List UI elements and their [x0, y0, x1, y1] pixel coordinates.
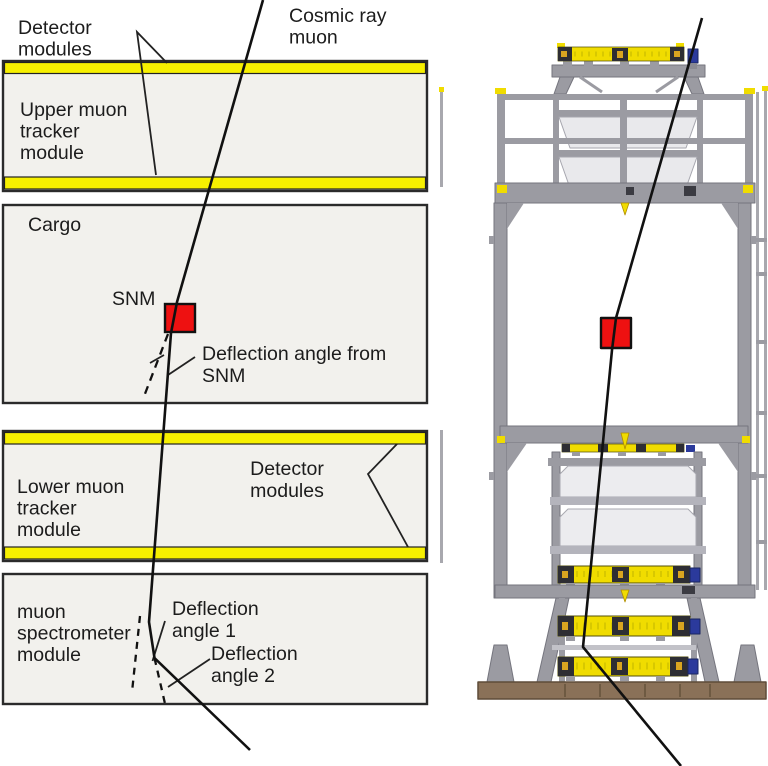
platform-fitting-center: [626, 187, 634, 195]
side-rail-left-cap: [439, 87, 444, 92]
foot-left: [486, 644, 515, 683]
sensor-blue-1: [689, 567, 701, 583]
snm-square: [163, 302, 197, 334]
inner-tray-bar-2: [550, 546, 706, 554]
detector-strip: [561, 443, 695, 456]
upper-tray-bar-1: [553, 110, 703, 117]
main-column-right: [737, 202, 752, 599]
sensor-blue-2: [689, 618, 701, 635]
lower-tracker-bottom-detector-bar: [3, 546, 427, 560]
upper-tray-bar-2: [553, 150, 703, 157]
inner-frame-top-rail: [548, 458, 706, 466]
railing-cap-left: [495, 88, 506, 94]
inner-tray-2: [559, 508, 697, 547]
spectrometer-box: [1, 572, 429, 706]
deflection-angle-tick: [149, 354, 165, 364]
inner-tray-1: [559, 465, 697, 498]
muon-track-schematic: [147, 0, 265, 751]
upper-tracker-bottom-detector-bar: [3, 176, 427, 190]
lower-tracker-label-line3: module: [17, 519, 81, 541]
foot-right: [733, 644, 762, 683]
spectrometer-mid-rail: [552, 645, 696, 650]
ladder-rungs: [756, 238, 767, 544]
spectrometer-post-left: [559, 598, 565, 682]
inner-tray-bar-1: [550, 497, 706, 505]
cad-rendering: [439, 17, 768, 766]
detector-bar-spectrometer-2: [557, 656, 699, 681]
tower-brace-right: [655, 75, 679, 94]
snm-extrapolated-track-dashed: [141, 333, 170, 400]
railing-post-right: [745, 94, 753, 203]
upper-tracker-top-detector-bar: [3, 61, 427, 75]
cosmic-ray-label-line1: Cosmic ray: [289, 5, 387, 27]
railing-cap-right: [744, 88, 755, 94]
detector-modules-top-pointer: [135, 29, 168, 176]
deflection-from-snm-label-line1: Deflection angle from: [202, 343, 386, 365]
cargo-box: [1, 203, 429, 405]
detector-bar-spectrometer-1: [557, 615, 701, 641]
upper-tracker-label-line1: Upper muon: [20, 99, 127, 121]
lower-tracker-label-line2: tracker: [17, 498, 77, 520]
detector-modules-lower-label-line2: modules: [250, 480, 324, 502]
deflection-angle-2-label-line2: angle 2: [211, 665, 275, 687]
railing-post-left: [497, 94, 505, 203]
detector-modules-top-label-line2: modules: [18, 39, 92, 61]
strip-sensor-blue: [686, 445, 695, 452]
bottom-beam-fitting: [682, 586, 695, 594]
snm-label: SNM: [112, 288, 155, 310]
mid-beam-pad-left: [497, 436, 505, 443]
spectrometer-extrapolated-track-2-dashed: [153, 657, 168, 709]
plumb-bob-upper: [620, 202, 630, 216]
upper-tracker-label-line3: module: [20, 142, 84, 164]
detector-modules-top-label-line1: Detector: [18, 17, 92, 39]
platform-fitting-right: [684, 186, 696, 196]
deflection-from-snm-label-line2: SNM: [202, 365, 245, 387]
platform-pad-left: [497, 185, 507, 193]
lower-tracker-box: [1, 429, 429, 563]
base-plate: [477, 681, 767, 700]
cargo-label: Cargo: [28, 214, 81, 236]
cosmic-ray-label-line2: muon: [289, 27, 338, 49]
ladder-cap: [762, 86, 768, 91]
tower-beam: [551, 64, 706, 78]
inner-frame-left: [551, 451, 561, 586]
deflection-angle-2-pointer: [167, 658, 211, 688]
deflection-angle-2-label-line1: Deflection: [211, 643, 298, 665]
plumb-bob-lower: [620, 589, 630, 603]
platform-beam: [494, 182, 756, 204]
deflection-from-snm-pointer: [167, 356, 196, 376]
lower-tracker-top-detector-bar: [3, 431, 427, 445]
column-pins: [489, 236, 756, 480]
upper-tracker-label-line2: tracker: [20, 121, 80, 143]
gusset-top-right: [721, 203, 738, 229]
lower-tracker-label-line1: Lower muon: [17, 476, 124, 498]
railing-post-center: [620, 94, 627, 203]
muon-track-cad: [581, 17, 704, 766]
sensor-blue-3: [687, 658, 699, 675]
side-rail-left-lower: [440, 430, 443, 563]
detector-bar-top: [557, 43, 699, 69]
spectrometer-post-right: [691, 598, 697, 682]
gusset-top-left: [507, 203, 524, 229]
platform-pad-right: [743, 185, 753, 193]
main-column-left: [493, 202, 508, 599]
mid-beam-pad-right: [742, 436, 750, 443]
deflection-angle-1-label-line1: Deflection: [172, 598, 259, 620]
tower-side-left: [553, 76, 575, 95]
gusset-mid-left: [507, 443, 527, 472]
tower-brace-left: [579, 75, 603, 94]
base-grain: [564, 684, 711, 697]
spectrometer-label-line3: module: [17, 644, 81, 666]
detector-modules-lower-pointer: [366, 443, 409, 548]
gusset-mid-right: [718, 443, 738, 472]
detector-modules-lower-label-line1: Detector: [250, 458, 324, 480]
spectrometer-label-line2: spectrometer: [17, 623, 131, 645]
spectrometer-label-line1: muon: [17, 601, 66, 623]
tower-side-right: [683, 76, 705, 95]
plumb-bob-mid: [620, 432, 630, 450]
left-schematic: Detector modules Cosmic ray muon Upper m…: [1, 0, 429, 751]
deflection-angle-1-label-line2: angle 1: [172, 620, 236, 642]
side-rail-left: [440, 91, 443, 187]
